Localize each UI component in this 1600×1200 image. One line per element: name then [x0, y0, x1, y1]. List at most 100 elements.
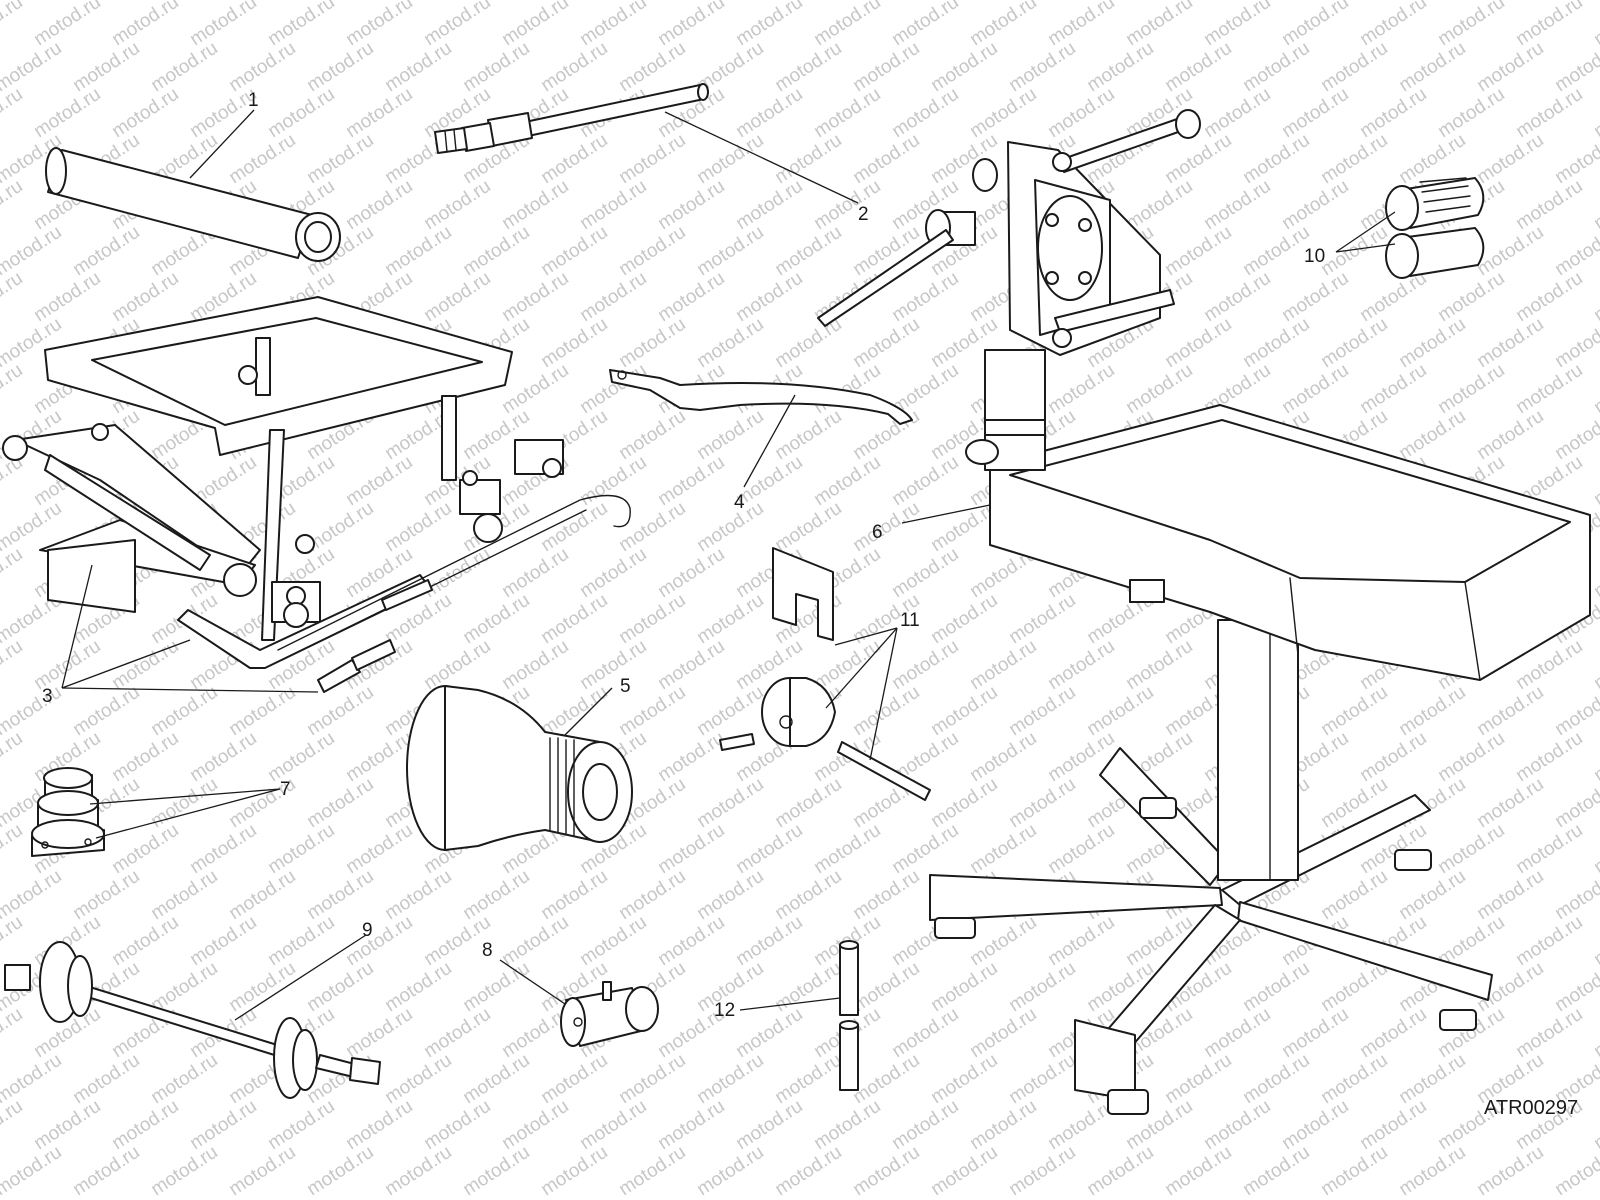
- watermark-text: motod.ru: [0, 544, 27, 602]
- watermark-text: motod.ru: [537, 590, 611, 648]
- watermark-text: motod.ru: [693, 682, 767, 740]
- watermark-text: motod.ru: [1200, 0, 1274, 50]
- watermark-text: motod.ru: [1278, 268, 1352, 326]
- watermark-text: motod.ru: [1317, 866, 1391, 924]
- watermark-text: motod.ru: [771, 774, 845, 832]
- watermark-text: motod.ru: [615, 1050, 689, 1108]
- callout-10: 10: [1304, 246, 1325, 267]
- watermark-text: motod.ru: [30, 1096, 104, 1154]
- tool-9-bearing-extractor: [4, 941, 381, 1099]
- watermark-text: motod.ru: [108, 0, 182, 50]
- watermark-text: motod.ru: [927, 958, 1001, 1016]
- watermark-text: motod.ru: [69, 222, 143, 280]
- watermark-text: motod.ru: [1200, 176, 1274, 234]
- watermark-text: motod.ru: [1434, 0, 1508, 50]
- watermark-text: motod.ru: [186, 1096, 260, 1154]
- watermark-text: motod.ru: [1590, 1004, 1600, 1062]
- watermark-text: motod.ru: [1473, 1142, 1547, 1200]
- watermark-text: motod.ru: [1512, 268, 1586, 326]
- watermark-text: motod.ru: [693, 130, 767, 188]
- watermark-text: motod.ru: [693, 866, 767, 924]
- watermark-text: motod.ru: [1005, 682, 1079, 740]
- watermark-text: motod.ru: [693, 774, 767, 832]
- watermark-text: motod.ru: [810, 84, 884, 142]
- watermark-text: motod.ru: [771, 498, 845, 556]
- watermark-text: motod.ru: [381, 222, 455, 280]
- watermark-text: motod.ru: [459, 222, 533, 280]
- watermark-text: motod.ru: [927, 38, 1001, 96]
- watermark-text: motod.ru: [1317, 1050, 1391, 1108]
- watermark-text: motod.ru: [0, 1142, 66, 1200]
- watermark-text: motod.ru: [1200, 1004, 1274, 1062]
- watermark-text: motod.ru: [576, 636, 650, 694]
- watermark-text: motod.ru: [771, 1142, 845, 1200]
- watermark-text: motod.ru: [1005, 1050, 1079, 1108]
- watermark-text: motod.ru: [654, 544, 728, 602]
- watermark-text: motod.ru: [849, 1142, 923, 1200]
- watermark-text: motod.ru: [264, 912, 338, 970]
- watermark-text: motod.ru: [1239, 1050, 1313, 1108]
- watermark-text: motod.ru: [732, 912, 806, 970]
- watermark-text: motod.ru: [342, 820, 416, 878]
- tool-5-threaded-drift: [406, 685, 633, 851]
- watermark-text: motod.ru: [654, 0, 728, 50]
- watermark-text: motod.ru: [420, 0, 494, 50]
- watermark-text: motod.ru: [147, 38, 221, 96]
- watermark-text: motod.ru: [1512, 0, 1586, 50]
- watermark-text: motod.ru: [1239, 1142, 1313, 1200]
- watermark-text: motod.ru: [381, 38, 455, 96]
- watermark-text: motod.ru: [1122, 636, 1196, 694]
- callout-9: 9: [362, 920, 373, 941]
- watermark-text: motod.ru: [654, 176, 728, 234]
- watermark-text: motod.ru: [498, 176, 572, 234]
- watermark-text: motod.ru: [147, 1142, 221, 1200]
- watermark-text: motod.ru: [615, 406, 689, 464]
- watermark-text: motod.ru: [303, 38, 377, 96]
- watermark-text: motod.ru: [1356, 1096, 1430, 1154]
- watermark-text: motod.ru: [264, 0, 338, 50]
- leader-lines: [61, 109, 1396, 1021]
- watermark-text: motod.ru: [966, 636, 1040, 694]
- watermark-text: motod.ru: [1512, 820, 1586, 878]
- watermark-text: motod.ru: [264, 728, 338, 786]
- watermark-text: motod.ru: [615, 498, 689, 556]
- watermark-text: motod.ru: [1590, 176, 1600, 234]
- watermark-text: motod.ru: [1122, 360, 1196, 418]
- watermark-text: motod.ru: [537, 1050, 611, 1108]
- watermark-text: motod.ru: [1317, 682, 1391, 740]
- watermark-text: motod.ru: [1278, 1004, 1352, 1062]
- watermark-text: motod.ru: [1005, 38, 1079, 96]
- watermark-text: motod.ru: [849, 682, 923, 740]
- watermark-text: motod.ru: [1590, 360, 1600, 418]
- watermark-text: motod.ru: [654, 728, 728, 786]
- watermark-text: motod.ru: [888, 1096, 962, 1154]
- watermark-text: motod.ru: [498, 912, 572, 970]
- watermark-text: motod.ru: [381, 866, 455, 924]
- watermark-text: motod.ru: [1161, 314, 1235, 372]
- watermark-text: motod.ru: [1200, 1096, 1274, 1154]
- watermark-text: motod.ru: [576, 176, 650, 234]
- watermark-text: motod.ru: [381, 958, 455, 1016]
- watermark-text: motod.ru: [459, 1142, 533, 1200]
- watermark-text: motod.ru: [420, 1004, 494, 1062]
- watermark-text: motod.ru: [1239, 222, 1313, 280]
- watermark-text: motod.ru: [186, 912, 260, 970]
- watermark-text: motod.ru: [1044, 820, 1118, 878]
- watermark-text: motod.ru: [654, 912, 728, 970]
- watermark-text: motod.ru: [927, 1142, 1001, 1200]
- watermark-text: motod.ru: [1278, 176, 1352, 234]
- watermark-text: motod.ru: [459, 590, 533, 648]
- tool-12-dowel-pins: [839, 940, 859, 1091]
- watermark-text: motod.ru: [693, 406, 767, 464]
- watermark-text: motod.ru: [1044, 912, 1118, 970]
- watermark-text: motod.ru: [966, 820, 1040, 878]
- watermark-text: motod.ru: [810, 452, 884, 510]
- watermark-text: motod.ru: [498, 636, 572, 694]
- watermark-text: motod.ru: [849, 498, 923, 556]
- watermark-text: motod.ru: [264, 1096, 338, 1154]
- watermark-text: motod.ru: [1239, 130, 1313, 188]
- watermark-text: motod.ru: [342, 84, 416, 142]
- watermark-text: motod.ru: [693, 1050, 767, 1108]
